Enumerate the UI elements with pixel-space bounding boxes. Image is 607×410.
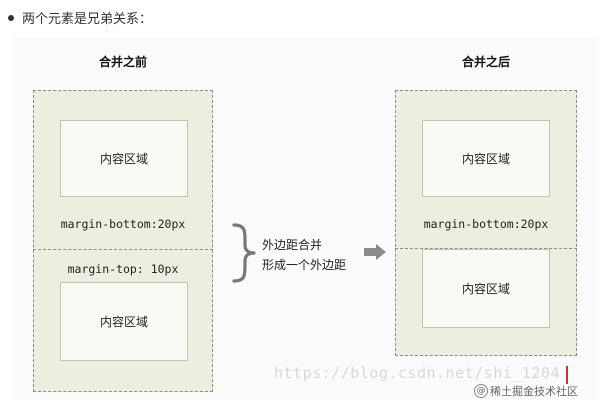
before-bottom-content-box: 内容区域 xyxy=(60,282,188,361)
intro-line: 两个元素是兄弟关系： xyxy=(8,8,152,27)
after-margin-bottom-label: margin-bottom:20px xyxy=(423,217,549,231)
merge-caption-line2: 形成一个外边距 xyxy=(262,258,347,272)
merge-caption-line1: 外边距合并 xyxy=(262,238,323,252)
watermark-cursor-bar xyxy=(566,366,568,384)
intro-text: 两个元素是兄弟关系： xyxy=(22,12,153,27)
before-margin-bottom-label: margin-bottom:20px xyxy=(60,217,186,231)
before-top-content-box: 内容区域 xyxy=(60,120,188,197)
before-divider xyxy=(33,249,213,250)
after-divider xyxy=(395,248,577,249)
before-title: 合并之前 xyxy=(98,55,147,69)
watermark-credit: @ 稀土掘金技术社区 xyxy=(474,383,578,399)
right-arrow-shape xyxy=(364,244,386,260)
after-title: 合并之后 xyxy=(461,55,510,69)
watermark-url: https://blog.csdn.net/shi_1204 xyxy=(274,364,560,382)
right-arrow-icon xyxy=(364,244,386,260)
watermark-credit-text: 稀土掘金技术社区 xyxy=(490,385,578,398)
curly-brace-icon xyxy=(232,223,256,283)
bullet-dot xyxy=(8,14,14,21)
before-bottom-content-label: 内容区域 xyxy=(99,315,148,329)
curly-brace-path xyxy=(232,223,256,283)
after-top-content-label: 内容区域 xyxy=(461,152,510,166)
after-top-content-box: 内容区域 xyxy=(422,120,550,197)
before-margin-top-label: margin-top: 10px xyxy=(67,262,179,276)
after-bottom-content-box: 内容区域 xyxy=(422,249,550,328)
at-icon: @ xyxy=(474,384,488,398)
after-bottom-content-label: 内容区域 xyxy=(461,282,510,296)
merge-caption: 外边距合并 形成一个外边距 xyxy=(262,235,346,275)
before-top-content-label: 内容区域 xyxy=(99,152,148,166)
